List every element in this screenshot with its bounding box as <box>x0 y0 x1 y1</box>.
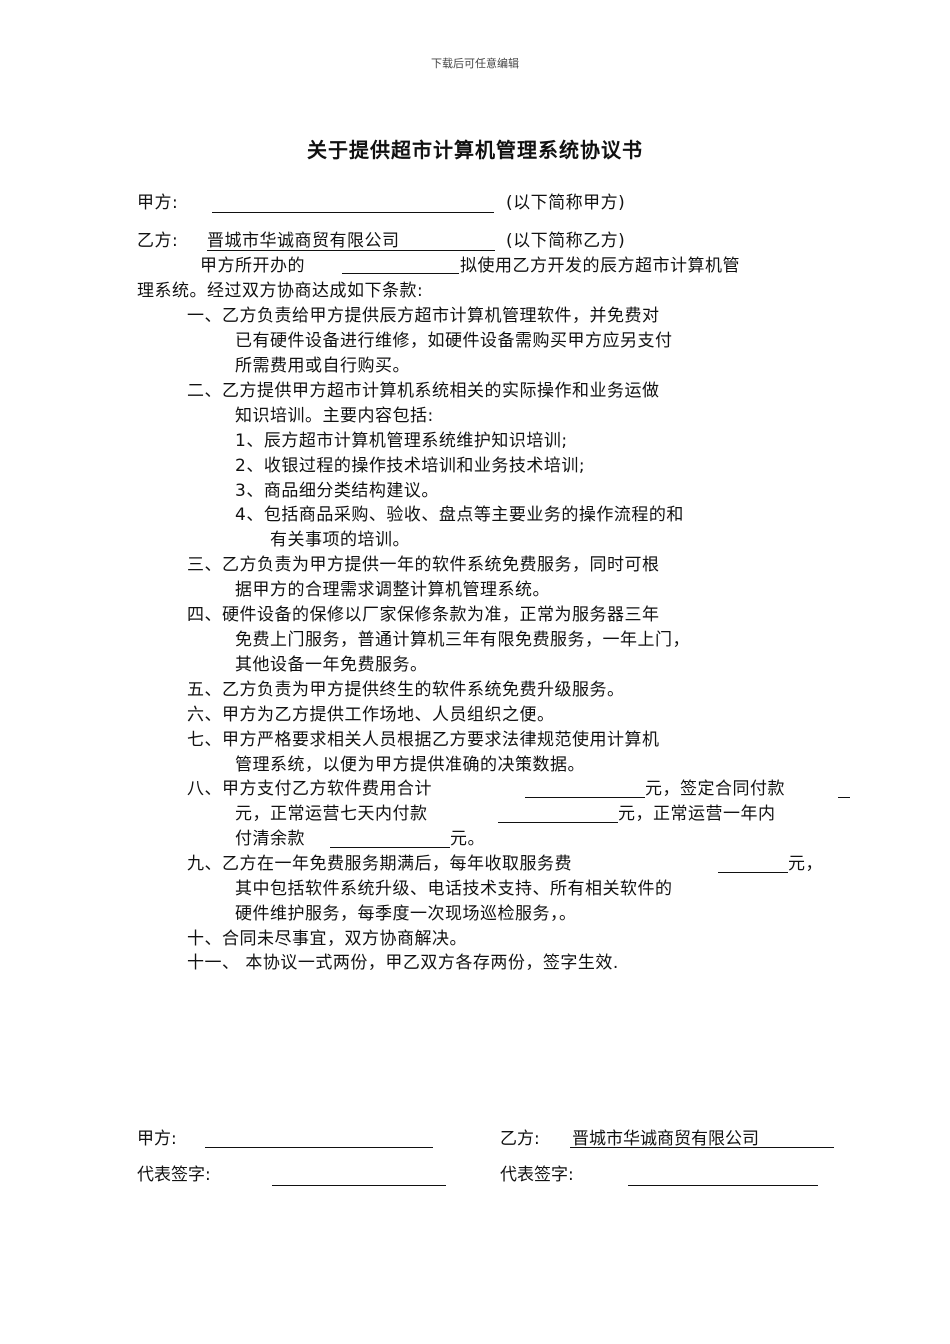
clause-9-line-2: 其中包括软件系统升级、电话技术支持、所有相关软件的 <box>235 879 673 899</box>
seven-day-payment-blank[interactable] <box>498 822 618 823</box>
clause-3-line-2: 据甲方的合理需求调整计算机管理系统。 <box>235 580 550 600</box>
party-a-label: 甲方: <box>137 193 179 213</box>
party-a-suffix: (以下简称甲方) <box>506 193 626 213</box>
clause-9-line-3: 硬件维护服务，每季度一次现场巡检服务，。 <box>235 904 577 924</box>
party-b-label: 乙方: <box>137 231 179 251</box>
clause-8-line-1-a: 八、甲方支付乙方软件费用合计 <box>187 779 432 799</box>
representative-b-label: 代表签字: <box>500 1165 574 1185</box>
document-title: 关于提供超市计算机管理系统协议书 <box>307 138 643 162</box>
clause-2-line-1: 二、乙方提供甲方超市计算机系统相关的实际操作和业务运做 <box>187 381 660 401</box>
clause-4-line-2: 免费上门服务，普通计算机三年有限免费服务，一年上门， <box>235 630 690 650</box>
signature-party-b-label: 乙方: <box>500 1129 540 1149</box>
signature-party-a-label: 甲方: <box>137 1129 177 1149</box>
clause-7-line-1: 七、甲方严格要求相关人员根据乙方要求法律规范使用计算机 <box>187 730 660 750</box>
store-name-blank[interactable] <box>342 273 459 274</box>
clause-1-line-3: 所需费用或自行购买。 <box>235 356 410 376</box>
representative-a-signature-blank[interactable] <box>272 1185 446 1186</box>
clause-2-sub-1: 1、辰方超市计算机管理系统维护知识培训; <box>235 431 568 451</box>
clause-6: 六、甲方为乙方提供工作场地、人员组织之便。 <box>187 705 555 725</box>
clause-9-line-1-b: 元， <box>788 854 823 874</box>
party-b-name: 晋城市华诚商贸有限公司 <box>207 231 400 251</box>
clause-4-line-1: 四、硬件设备的保修以厂家保修条款为准，正常为服务器三年 <box>187 605 660 625</box>
signature-party-b-underline <box>570 1147 834 1148</box>
clause-2-sub-2: 2、收银过程的操作技术培训和业务技术培训; <box>235 456 586 476</box>
signature-party-b-name: 晋城市华诚商贸有限公司 <box>572 1129 759 1149</box>
clause-8-line-2-a: 元，正常运营七天内付款 <box>235 804 428 824</box>
signing-payment-blank[interactable] <box>838 797 850 798</box>
clause-11: 十一、 本协议一式两份，甲乙双方各存两份，签字生效. <box>187 953 619 973</box>
clause-8-line-3-a: 付清余款 <box>235 829 305 849</box>
page-header-note: 下载后可任意编辑 <box>431 57 519 70</box>
clause-8-line-1-b: 元，签定合同付款 <box>645 779 785 799</box>
clause-2-sub-3: 3、商品细分类结构建议。 <box>235 481 439 501</box>
clause-4-line-3: 其他设备一年免费服务。 <box>235 655 428 675</box>
clause-2-line-2: 知识培训。主要内容包括: <box>235 406 434 426</box>
clause-5: 五、乙方负责为甲方提供终生的软件系统免费升级服务。 <box>187 680 625 700</box>
representative-b-signature-blank[interactable] <box>628 1185 818 1186</box>
clause-9-line-1-a: 九、乙方在一年免费服务期满后，每年收取服务费 <box>187 854 572 874</box>
intro-line2: 理系统。经过双方协商达成如下条款: <box>137 281 424 301</box>
clause-3-line-1: 三、乙方负责为甲方提供一年的软件系统免费服务，同时可根 <box>187 555 660 575</box>
clause-1-line-2: 已有硬件设备进行维修，如硬件设备需购买甲方应另支付 <box>235 331 673 351</box>
clause-10: 十、合同未尽事宜，双方协商解决。 <box>187 929 467 949</box>
clause-8-line-2-b: 元，正常运营一年内 <box>618 804 776 824</box>
signature-party-a-blank[interactable] <box>205 1147 433 1148</box>
total-fee-blank[interactable] <box>525 797 645 798</box>
party-b-suffix: (以下简称乙方) <box>506 231 626 251</box>
clause-1-line-1: 一、乙方负责给甲方提供辰方超市计算机管理软件，并免费对 <box>187 306 660 326</box>
party-b-name-underline <box>207 250 495 251</box>
annual-service-fee-blank[interactable] <box>718 872 788 873</box>
clause-2-sub-4-line-1: 4、包括商品采购、验收、盘点等主要业务的操作流程的和 <box>235 505 684 525</box>
intro-line1-b: 拟使用乙方开发的辰方超市计算机管 <box>460 256 740 276</box>
representative-a-label: 代表签字: <box>137 1165 211 1185</box>
balance-payment-blank[interactable] <box>330 847 450 848</box>
clause-8-line-3-b: 元。 <box>450 829 485 849</box>
clause-2-sub-4-line-2: 有关事项的培训。 <box>270 530 410 550</box>
party-a-name-blank[interactable] <box>212 212 494 213</box>
intro-line1-a: 甲方所开办的 <box>200 256 305 276</box>
clause-7-line-2: 管理系统，以便为甲方提供准确的决策数据。 <box>235 755 585 775</box>
